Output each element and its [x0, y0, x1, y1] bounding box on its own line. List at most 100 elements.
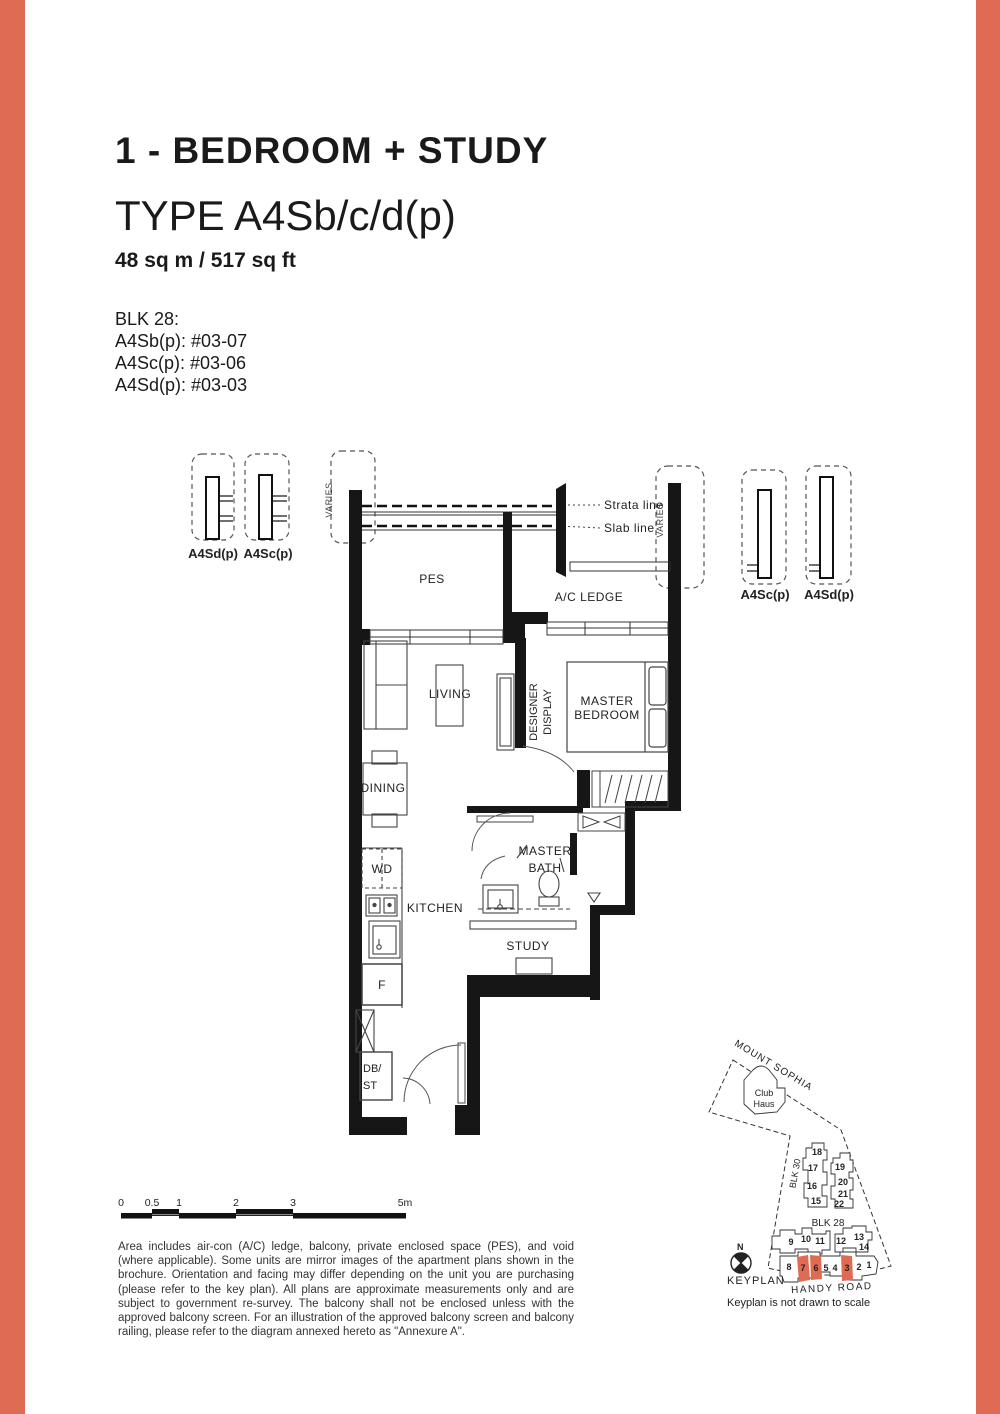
blk30-label: BLK 30 [788, 1158, 803, 1189]
unit-number: A4Sc(p): #03-06 [115, 353, 247, 373]
page-title: 1 - BEDROOM + STUDY [115, 130, 549, 171]
keyplan-unit: 14 [859, 1242, 869, 1252]
mirror-label: A4Sc(p) [740, 587, 789, 602]
room-label-master-bedroom: MASTER [580, 694, 633, 708]
keyplan-unit: 9 [788, 1237, 793, 1247]
wardrobe [591, 770, 669, 808]
unit-number: A4Sb(p): #03-07 [115, 331, 248, 351]
fixture-label-wd: WD [372, 862, 393, 876]
keyplan-unit: 19 [835, 1162, 845, 1172]
kitchen-fixtures [355, 847, 403, 1101]
mirror-label: A4Sd(p) [188, 546, 238, 561]
room-label-master-bath-2: BATH [528, 861, 561, 875]
keyplan-unit: 11 [815, 1236, 825, 1246]
room-label-study: STUDY [506, 939, 549, 953]
blk28-row-bottom [779, 1251, 879, 1283]
slab-line-label: Slab line [604, 521, 655, 535]
scale-tick: 2 [233, 1197, 239, 1209]
scale-tick: 3 [290, 1197, 296, 1209]
blk28-label: BLK 28 [812, 1218, 845, 1229]
keyplan-unit: 2 [856, 1262, 861, 1272]
mirror-label: A4Sd(p) [804, 587, 854, 602]
scale-bar: 0 0.5 1 2 3 5m [118, 1197, 413, 1219]
keyplan-unit-highlighted: 3 [844, 1263, 849, 1273]
dining-furniture [362, 750, 408, 828]
keyplan-unit: 20 [838, 1177, 848, 1187]
master-bed [566, 661, 669, 753]
keyplan-unit: 12 [836, 1236, 846, 1246]
keyplan-unit: 15 [811, 1196, 821, 1206]
unit-type-title: TYPE A4Sb/c/d(p) [115, 192, 456, 239]
study-desk [515, 957, 553, 975]
blk28-row-top-right [834, 1225, 873, 1253]
room-label-master-bath: MASTER [518, 844, 571, 858]
keyplan-title: KEYPLAN [727, 1275, 785, 1287]
keyplan-unit: 10 [801, 1234, 811, 1244]
scale-tick: 1 [176, 1197, 182, 1209]
mirror-diagram-a4sd-right [805, 465, 852, 585]
ac-ledge-tray [569, 561, 671, 572]
unit-walls [349, 483, 681, 1135]
blk28-row-top-left [771, 1227, 831, 1255]
highlighted-unit-3 [841, 1255, 853, 1281]
strata-line-label: Strata line [604, 498, 664, 512]
keyplan-note: Keyplan is not drawn to scale [727, 1297, 870, 1309]
room-label-living: LIVING [429, 687, 471, 701]
keyplan: Club Haus MOUNT SOPHIA BLK 30 18 17 16 1… [708, 1038, 892, 1309]
keyplan-boundary [708, 1059, 892, 1276]
keyplan-unit: 5 [823, 1263, 828, 1273]
strata-slab-lines [362, 504, 602, 531]
highlighted-unit-7 [797, 1255, 810, 1282]
unit-number: A4Sd(p): #03-03 [115, 375, 248, 395]
disclaimer-text: Area includes air-con (A/C) ledge, balco… [118, 1241, 574, 1339]
blk30-tower-right [830, 1152, 854, 1209]
scale-tick: 5m [398, 1197, 413, 1209]
club-haus-label: Club [755, 1088, 774, 1098]
room-label-designer: DESIGNER [528, 683, 540, 741]
mirror-diagram-a4sd-left [191, 453, 235, 541]
left-accent-bar [0, 0, 25, 1414]
club-haus-building [743, 1065, 786, 1115]
living-furniture [363, 640, 464, 730]
mirror-diagram-a4sc-left [244, 453, 290, 541]
compass-north-label: N [737, 1242, 744, 1252]
keyplan-unit: 1 [866, 1260, 871, 1270]
compass-icon [730, 1252, 752, 1274]
scale-tick: 0.5 [145, 1197, 160, 1209]
room-label-dining: DINING [361, 781, 406, 795]
varies-note-left: VARIES [324, 482, 334, 517]
road-label-handy-road: HANDY ROAD [791, 1281, 873, 1296]
designer-display-cabinet [496, 673, 515, 751]
room-label-ac-ledge: A/C LEDGE [555, 590, 624, 604]
block-heading: BLK 28: [115, 309, 180, 329]
fixture-label-db: DB/ [363, 1063, 382, 1075]
fixture-label-fridge: F [378, 978, 386, 992]
club-haus-label-2: Haus [753, 1099, 775, 1109]
fixture-label-st: ST [363, 1080, 377, 1092]
vanity-niche [577, 812, 626, 832]
bath-fixtures [469, 844, 602, 930]
block-unit-list: BLK 28: A4Sb(p): #03-07 A4Sc(p): #03-06 … [115, 308, 247, 396]
keyplan-unit: 17 [808, 1163, 818, 1173]
mirror-label: A4Sc(p) [243, 546, 292, 561]
room-label-pes: PES [419, 572, 445, 586]
blk30-tower-left [802, 1142, 828, 1208]
right-accent-bar [976, 0, 1000, 1414]
keyplan-unit: 13 [854, 1232, 864, 1242]
room-label-display: DISPLAY [542, 689, 554, 735]
keyplan-unit: 18 [812, 1147, 822, 1157]
keyplan-unit: 4 [832, 1263, 837, 1273]
keyplan-unit: 16 [807, 1181, 817, 1191]
keyplan-unit: 22 [834, 1199, 844, 1209]
keyplan-unit: 8 [786, 1262, 791, 1272]
highlighted-unit-6 [810, 1255, 822, 1280]
varies-note-right: VARIES [655, 502, 665, 537]
room-label-master-bedroom-2: BEDROOM [574, 708, 640, 722]
keyplan-unit-highlighted: 7 [800, 1263, 805, 1273]
keyplan-unit-highlighted: 6 [813, 1263, 818, 1273]
scale-tick: 0 [118, 1197, 124, 1209]
mirror-diagram-a4sc-right [741, 469, 787, 585]
unit-area: 48 sq m / 517 sq ft [115, 249, 296, 272]
